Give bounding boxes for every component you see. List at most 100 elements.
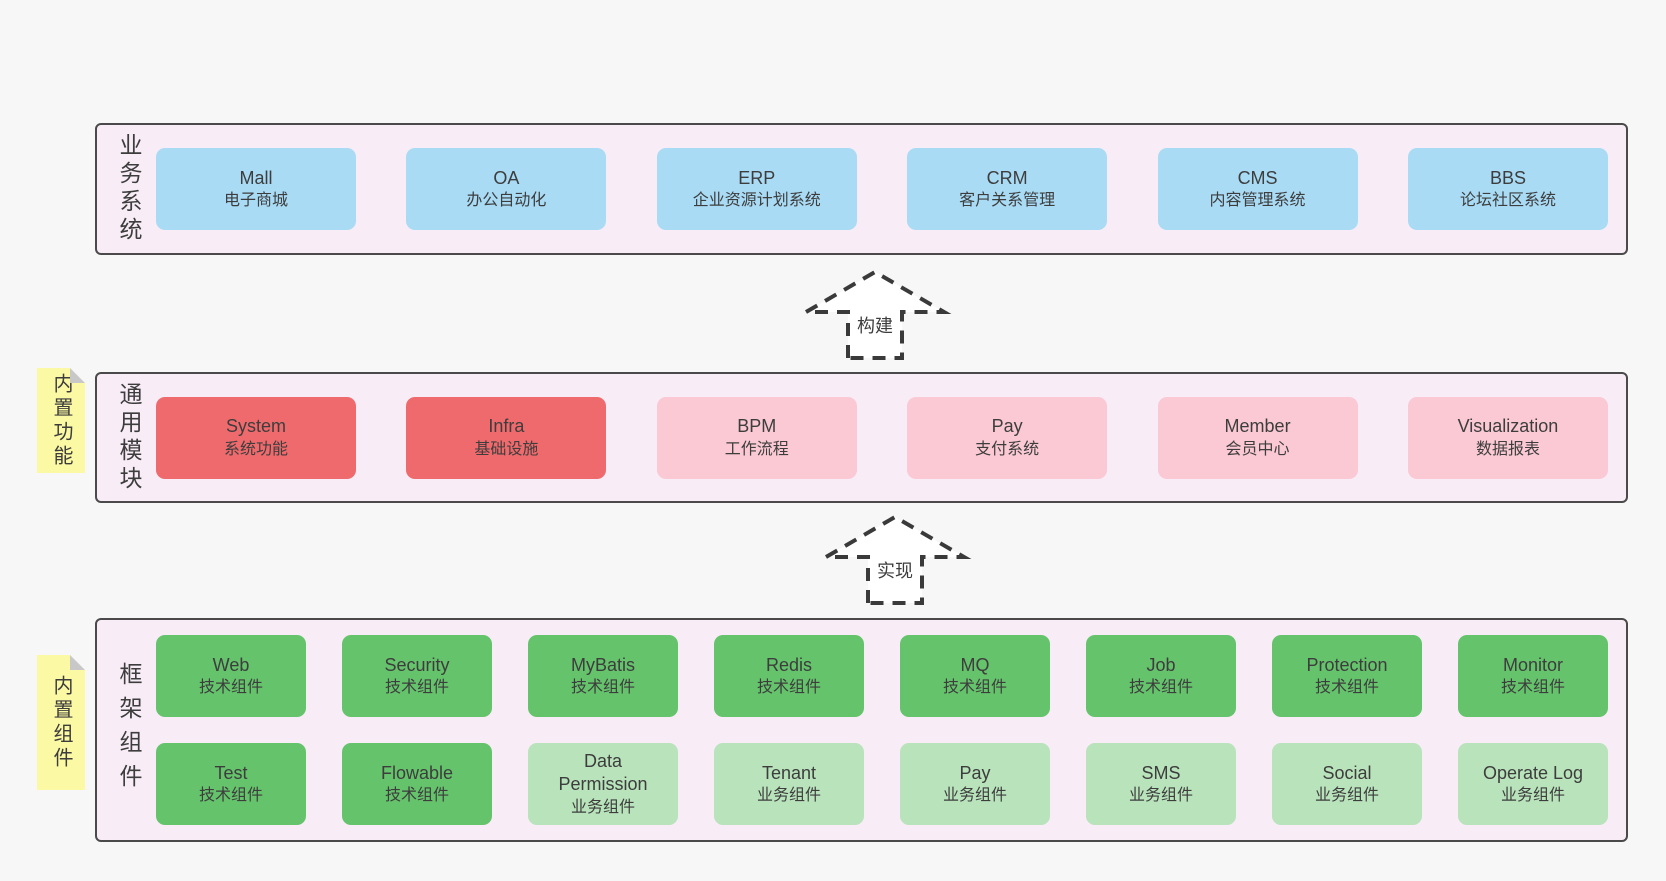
box-oa: OA 办公自动化 xyxy=(406,148,607,230)
box-security-desc: 技术组件 xyxy=(384,679,449,697)
box-job-name: Job xyxy=(1146,654,1176,675)
common-modules-row: System 系统功能 Infra 基础设施 BPM 工作流程 Pay 支付系统… xyxy=(156,396,1608,479)
box-pay-biz-desc: 业务组件 xyxy=(942,787,1007,805)
folded-corner-icon xyxy=(70,368,85,383)
box-tenant: Tenant 业务组件 xyxy=(714,743,864,825)
box-pay: Pay 支付系统 xyxy=(907,396,1108,479)
box-mybatis-name: MyBatis xyxy=(570,654,635,675)
box-job: Job 技术组件 xyxy=(1086,635,1236,717)
box-system: System 系统功能 xyxy=(156,396,356,479)
builtin-functions-note-label: 内置功能 xyxy=(50,372,72,469)
box-infra-desc: 基础设施 xyxy=(474,440,539,458)
box-tenant-desc: 业务组件 xyxy=(756,787,821,805)
box-social-name: Social xyxy=(1322,762,1372,783)
box-member-name: Member xyxy=(1224,416,1291,437)
box-test-desc: 技术组件 xyxy=(198,787,263,805)
box-redis: Redis 技术组件 xyxy=(714,635,864,717)
builtin-components-note-label: 内置组件 xyxy=(50,674,72,771)
box-protection: Protection 技术组件 xyxy=(1272,635,1422,717)
box-bpm-desc: 工作流程 xyxy=(724,440,789,458)
box-web-desc: 技术组件 xyxy=(198,679,263,697)
box-pay-name: Pay xyxy=(991,416,1023,437)
box-operate-log-name: Operate Log xyxy=(1482,762,1584,783)
box-social: Social 业务组件 xyxy=(1272,743,1422,825)
box-operate-log: Operate Log 业务组件 xyxy=(1458,743,1608,825)
box-test-name: Test xyxy=(214,762,248,783)
box-erp-name: ERP xyxy=(738,167,776,188)
business-systems-boxes: Mall 电子商城 OA 办公自动化 ERP 企业资源计划系统 CRM 客户关系… xyxy=(140,125,1626,253)
box-security-name: Security xyxy=(384,654,450,675)
box-monitor-name: Monitor xyxy=(1502,654,1564,675)
box-erp: ERP 企业资源计划系统 xyxy=(656,148,857,230)
box-crm-desc: 客户关系管理 xyxy=(959,192,1056,210)
box-cms-name: CMS xyxy=(1237,167,1278,188)
build-arrow-label: 构建 xyxy=(854,312,896,338)
framework-components-boxes: Web 技术组件 Security 技术组件 MyBatis 技术组件 Redi… xyxy=(140,620,1626,840)
box-mq-name: MQ xyxy=(960,654,990,675)
box-infra-name: Infra xyxy=(488,416,525,437)
common-modules-band: 通用模块 System 系统功能 Infra 基础设施 BPM 工作流程 Pay… xyxy=(95,372,1628,503)
box-flowable: Flowable 技术组件 xyxy=(342,743,492,825)
box-mybatis-desc: 技术组件 xyxy=(570,679,635,697)
box-visualization-desc: 数据报表 xyxy=(1475,440,1540,458)
box-visualization-name: Visualization xyxy=(1457,416,1559,437)
box-sms-name: SMS xyxy=(1141,762,1181,783)
box-mq-desc: 技术组件 xyxy=(942,679,1007,697)
box-data-permission-name: Data Permission xyxy=(558,750,648,795)
builtin-components-note: 内置组件 xyxy=(37,655,85,790)
box-protection-name: Protection xyxy=(1306,654,1388,675)
business-systems-row: Mall 电子商城 OA 办公自动化 ERP 企业资源计划系统 CRM 客户关系… xyxy=(156,148,1608,230)
box-mq: MQ 技术组件 xyxy=(900,635,1050,717)
box-mybatis: MyBatis 技术组件 xyxy=(528,635,678,717)
box-oa-desc: 办公自动化 xyxy=(466,192,547,210)
box-system-name: System xyxy=(225,416,286,437)
box-tenant-name: Tenant xyxy=(761,762,817,783)
box-test: Test 技术组件 xyxy=(156,743,306,825)
box-cms-desc: 内容管理系统 xyxy=(1209,192,1306,210)
box-pay-desc: 支付系统 xyxy=(975,440,1040,458)
box-monitor-desc: 技术组件 xyxy=(1500,679,1565,697)
folded-corner-icon xyxy=(70,655,85,670)
box-web-name: Web xyxy=(212,654,250,675)
box-data-permission-desc: 业务组件 xyxy=(570,799,635,817)
business-systems-band: 业务系统 Mall 电子商城 OA 办公自动化 ERP 企业资源计划系统 CRM… xyxy=(95,123,1628,255)
box-system-desc: 系统功能 xyxy=(223,440,288,458)
box-crm-name: CRM xyxy=(986,167,1028,188)
box-mall: Mall 电子商城 xyxy=(156,148,356,230)
framework-components-row-1: Web 技术组件 Security 技术组件 MyBatis 技术组件 Redi… xyxy=(156,635,1608,717)
box-redis-desc: 技术组件 xyxy=(756,679,821,697)
box-bpm: BPM 工作流程 xyxy=(656,396,857,479)
implement-arrow: 实现 xyxy=(810,511,980,607)
box-bbs-desc: 论坛社区系统 xyxy=(1459,192,1556,210)
box-member: Member 会员中心 xyxy=(1157,396,1358,479)
box-pay-biz-name: Pay xyxy=(959,762,991,783)
box-bpm-name: BPM xyxy=(737,416,777,437)
box-infra: Infra 基础设施 xyxy=(406,396,607,479)
implement-arrow-label: 实现 xyxy=(874,557,916,583)
build-arrow: 构建 xyxy=(790,266,960,362)
box-pay-biz: Pay 业务组件 xyxy=(900,743,1050,825)
box-web: Web 技术组件 xyxy=(156,635,306,717)
box-redis-name: Redis xyxy=(765,654,813,675)
box-bbs-name: BBS xyxy=(1489,167,1526,188)
box-job-desc: 技术组件 xyxy=(1128,679,1193,697)
box-visualization: Visualization 数据报表 xyxy=(1407,396,1608,479)
box-security: Security 技术组件 xyxy=(342,635,492,717)
box-mall-name: Mall xyxy=(239,167,273,188)
box-member-desc: 会员中心 xyxy=(1225,440,1290,458)
box-sms-desc: 业务组件 xyxy=(1128,787,1193,805)
box-sms: SMS 业务组件 xyxy=(1086,743,1236,825)
box-crm: CRM 客户关系管理 xyxy=(907,148,1108,230)
box-erp-desc: 企业资源计划系统 xyxy=(692,192,821,210)
box-protection-desc: 技术组件 xyxy=(1314,679,1379,697)
business-systems-band-label: 业务系统 xyxy=(116,133,142,245)
box-data-permission: Data Permission 业务组件 xyxy=(528,743,678,825)
box-flowable-desc: 技术组件 xyxy=(384,787,449,805)
framework-components-band: 框架组件 Web 技术组件 Security 技术组件 MyBatis 技术组件… xyxy=(95,618,1628,842)
common-modules-band-label: 通用模块 xyxy=(116,381,142,494)
framework-components-band-label: 框架组件 xyxy=(116,662,142,798)
box-bbs: BBS 论坛社区系统 xyxy=(1407,148,1608,230)
box-operate-log-desc: 业务组件 xyxy=(1500,787,1565,805)
box-monitor: Monitor 技术组件 xyxy=(1458,635,1608,717)
box-oa-name: OA xyxy=(493,167,520,188)
